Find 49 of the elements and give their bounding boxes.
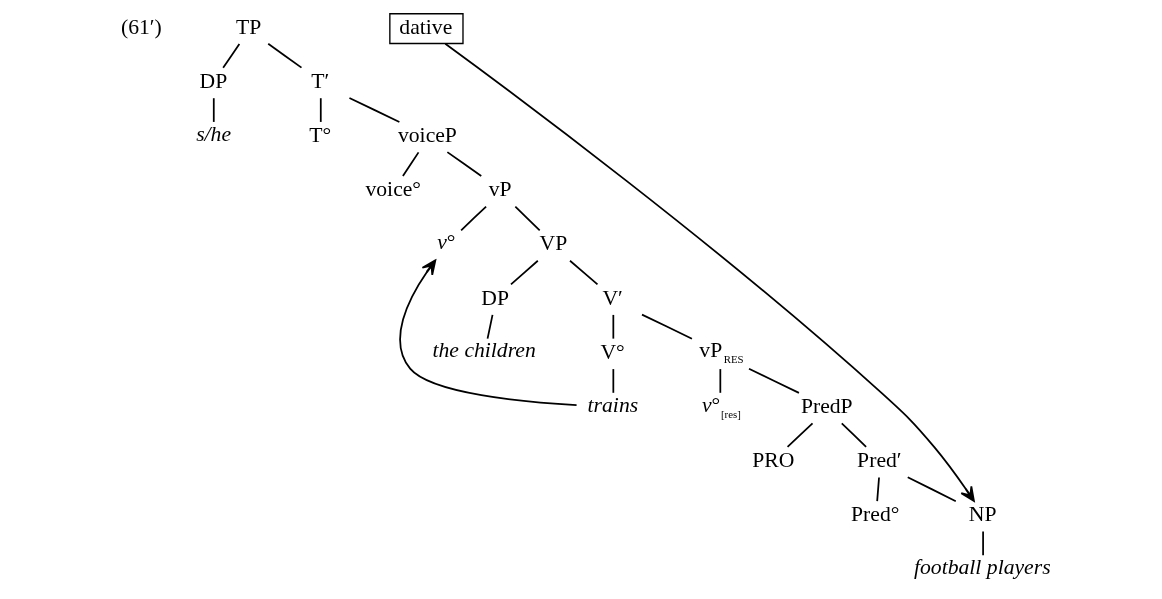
arrow <box>398 259 577 406</box>
connector <box>747 367 800 394</box>
connector <box>319 97 322 123</box>
node-text: NP <box>968 502 997 527</box>
node-text: Pred° <box>850 502 899 527</box>
node-text: DP <box>480 285 509 310</box>
node-text: DP <box>199 68 227 93</box>
connector <box>509 259 539 286</box>
connector <box>221 43 240 69</box>
connector <box>611 314 614 340</box>
node-text: trains <box>587 392 638 417</box>
connector <box>486 314 493 340</box>
connector <box>840 422 867 448</box>
connector <box>640 313 693 340</box>
connector <box>513 205 541 232</box>
node-text: TP <box>235 14 261 39</box>
connector <box>906 476 957 503</box>
connector <box>611 368 614 394</box>
connector <box>459 205 487 232</box>
node-text: vP <box>488 177 512 202</box>
connector <box>212 97 215 123</box>
node-text: voiceP <box>397 123 457 148</box>
node-text: football players <box>913 555 1051 580</box>
node-text: T′ <box>310 68 329 93</box>
node-text: V° <box>599 339 625 364</box>
connector <box>266 42 302 69</box>
connector <box>401 151 419 177</box>
node-text: PRO <box>751 448 794 473</box>
connector <box>786 422 813 448</box>
node-text: V′ <box>601 285 623 310</box>
connector <box>981 530 984 557</box>
node-text: voice° <box>364 177 421 202</box>
node-text: Pred′ <box>856 448 902 473</box>
connector <box>348 97 400 123</box>
connector <box>446 151 482 177</box>
node-text: PredP <box>800 394 853 418</box>
connector <box>568 259 598 286</box>
node-text: the children <box>432 338 536 363</box>
node-text: vP$_{RES}$ <box>698 338 744 366</box>
connector <box>875 476 880 503</box>
node-box: dative <box>388 13 464 45</box>
node-text: VP <box>539 231 567 256</box>
node-text: T° <box>308 123 331 148</box>
connector <box>718 368 721 394</box>
node-text: v° <box>436 230 455 255</box>
node-text: s/he <box>195 121 231 146</box>
arrow <box>443 42 975 502</box>
label: (61′) <box>120 14 162 39</box>
node-text: v°$_{[res]}$ <box>701 392 741 420</box>
